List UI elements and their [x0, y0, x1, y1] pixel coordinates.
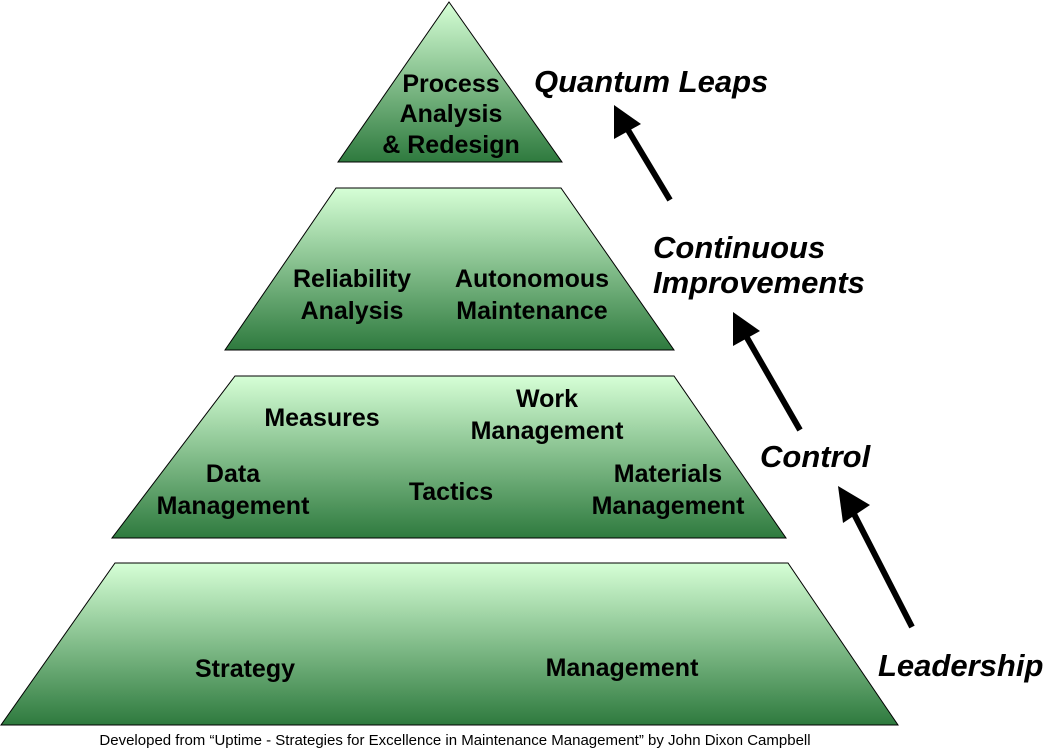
- materials-label-line2: Management: [592, 492, 745, 520]
- reliability-label-line2: Analysis: [301, 297, 404, 325]
- stage-quantum-leaps: Quantum Leaps: [534, 64, 768, 99]
- arrow-continuous-to-quantum: [614, 105, 673, 202]
- strategy-label: Strategy: [195, 655, 295, 683]
- management-label: Management: [546, 654, 699, 682]
- reliability-label-line1: Reliability: [293, 265, 411, 293]
- tactics-label: Tactics: [409, 478, 493, 506]
- data-label-line2: Management: [157, 492, 310, 520]
- arrow-control-to-continuous: [733, 312, 803, 432]
- stage-control: Control: [760, 439, 872, 474]
- data-label-line1: Data: [206, 460, 261, 488]
- source-credit: Developed from “Uptime - Strategies for …: [99, 732, 810, 749]
- process-label-line2: Analysis: [400, 100, 503, 128]
- arrow-leadership-to-control: [838, 486, 915, 629]
- work-label-line1: Work: [516, 385, 578, 413]
- process-label-line1: Process: [402, 70, 499, 98]
- measures-label: Measures: [264, 404, 379, 432]
- process-label-line3: & Redesign: [382, 131, 520, 159]
- stage-leadership: Leadership: [878, 648, 1043, 683]
- work-label-line2: Management: [471, 417, 624, 445]
- tier-leadership-shape: [0, 562, 899, 726]
- stage-continuous-line2: Improvements: [653, 265, 865, 300]
- tier-continuous-shape: [224, 187, 675, 351]
- materials-label-line1: Materials: [614, 460, 722, 488]
- tier-process-shape: [337, 1, 563, 163]
- autonomous-label-line1: Autonomous: [455, 265, 609, 293]
- autonomous-label-line2: Maintenance: [456, 297, 608, 325]
- tier-control-shape: [110, 375, 787, 539]
- stage-continuous-line1: Continuous: [653, 230, 825, 265]
